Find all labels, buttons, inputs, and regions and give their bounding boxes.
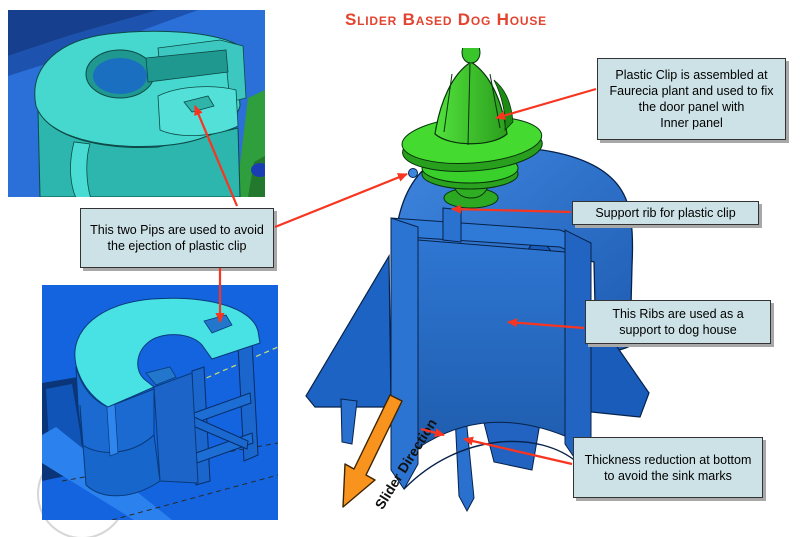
pip-pocket	[157, 86, 239, 136]
cad-view-iso-detail	[42, 285, 278, 520]
house-right-wall	[564, 229, 592, 464]
house-right-wall	[153, 372, 199, 484]
callout-support-rib: Support rib for plastic clip	[572, 201, 759, 225]
callout-thickness-reduction-text: Thickness reduction at bottom to avoid t…	[584, 452, 752, 483]
callout-plastic-clip: Plastic Clip is assembled at Faurecia pl…	[597, 58, 786, 140]
cad-bg-hole	[251, 163, 265, 177]
callout-two-pips-text: This two Pips are used to avoid the ejec…	[90, 223, 264, 253]
callout-ribs-support-text: This Ribs are used as a support to dog h…	[612, 307, 744, 337]
callout-two-pips: This two Pips are used to avoid the ejec…	[80, 208, 274, 268]
clip-cone	[434, 61, 508, 145]
slide-title: Slider Based Dog House	[345, 10, 547, 29]
keyhole-slot	[145, 49, 229, 83]
house-pip-left	[408, 168, 418, 178]
sketch-dashed-line-2	[111, 474, 278, 520]
callout-ribs-support: This Ribs are used as a support to dog h…	[585, 300, 771, 344]
keyhole-hole	[93, 58, 147, 94]
house-left-wall	[390, 217, 419, 490]
plastic-clip	[401, 48, 543, 209]
pip-wedge-2	[145, 366, 177, 386]
cad-bg-dark-wedge	[8, 10, 158, 56]
clip-fin-line-center	[467, 63, 471, 146]
sketch-dashed-line-yellow	[189, 346, 278, 386]
house-leg-center	[454, 414, 475, 513]
cad-view-dog-house-assembly	[305, 48, 650, 513]
house-leg-left	[340, 398, 358, 445]
callout-plastic-clip-text: Plastic Clip is assembled at Faurecia pl…	[609, 68, 774, 130]
part-fin	[70, 141, 91, 197]
house-inner-cavity	[417, 239, 566, 449]
slider-direction-arrow-icon	[342, 394, 403, 508]
house-rib-left	[305, 253, 392, 408]
cad-view-top-detail	[8, 10, 265, 197]
support-rib	[442, 207, 462, 243]
house-front-wall-lower	[79, 404, 161, 497]
clip-tip-knob	[461, 48, 481, 64]
callout-thickness-reduction: Thickness reduction at bottom to avoid t…	[573, 437, 763, 498]
callout-support-rib-text: Support rib for plastic clip	[595, 206, 736, 220]
clip-fin-line-left	[443, 73, 453, 133]
